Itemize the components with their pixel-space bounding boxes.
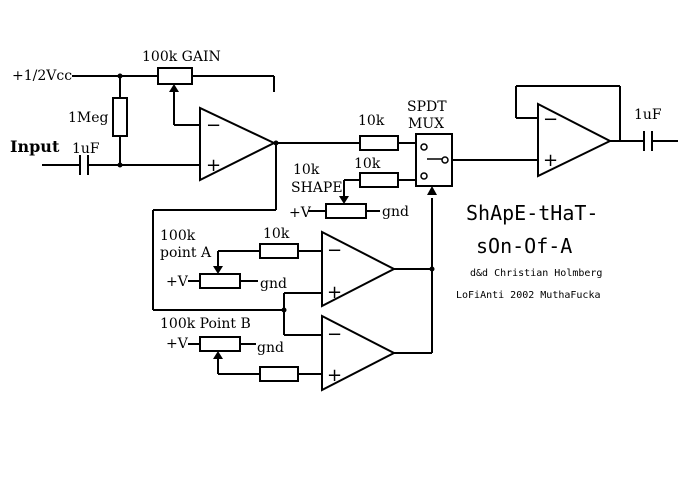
credit-title-1: ShApE-tHaT- (466, 201, 598, 225)
cap-out-label: 1uF (634, 107, 662, 123)
point-a-label: point A (160, 245, 212, 261)
r10k-mid-label: 10k (354, 156, 381, 172)
opamp-minus: − (327, 240, 342, 261)
comparator-b-opamp: − + (321, 314, 397, 392)
shape-value-label: 10k (293, 162, 320, 178)
opamp-plus: + (543, 150, 558, 171)
gain-label: 100k GAIN (142, 49, 221, 65)
cap-in-label: 1uF (72, 141, 100, 157)
spdt-mux (415, 133, 453, 195)
shape-potentiometer (325, 196, 367, 219)
credit-year: LoFiAnti 2002 MuthaFucka (456, 290, 601, 301)
point-a-value-label: 100k (160, 228, 196, 244)
gain-potentiometer (157, 67, 193, 92)
mux-label: MUX (408, 116, 444, 132)
resistor-10k-point-a (259, 243, 299, 259)
gnd-shape-label: gnd (382, 204, 409, 220)
resistor-point-b (259, 366, 299, 382)
r10k-top-label: 10k (358, 113, 385, 129)
spdt-label: SPDT (407, 99, 447, 115)
point-b-potentiometer (199, 336, 241, 359)
point-a-potentiometer (199, 266, 241, 289)
opamp-minus: − (543, 109, 558, 130)
comparator-a-opamp: − + (321, 230, 397, 308)
buffer-opamp: − + (537, 102, 613, 178)
opamp-minus: − (327, 324, 342, 345)
resistor-1meg (112, 97, 128, 137)
output-capacitor (643, 131, 653, 151)
opamp-minus: − (206, 115, 221, 136)
vcc-label: +1/2Vcc (12, 68, 72, 84)
opamp-plus: + (206, 155, 221, 176)
point-b-label: 100k Point B (160, 316, 251, 332)
shape-label: SHAPE (291, 180, 343, 196)
credit-title-2: sOn-Of-A (476, 234, 572, 258)
vplus-shape-label: +V (289, 205, 312, 221)
input-label: Input (10, 137, 60, 156)
vplus-b-label: +V (166, 336, 189, 352)
gnd-a-label: gnd (260, 276, 287, 292)
resistor-10k-mid (359, 172, 399, 188)
resistor-10k-top (359, 135, 399, 151)
opamp-plus: + (327, 282, 342, 303)
credits-block: ShApE-tHaT- sOn-Of-A d&d Christian Holmb… (456, 201, 602, 301)
wires (42, 75, 678, 375)
opamp-plus: + (327, 365, 342, 386)
credit-author: d&d Christian Holmberg (470, 268, 602, 279)
gain-opamp: − + (199, 106, 277, 182)
vplus-a-label: +V (166, 274, 189, 290)
gnd-b-label: gnd (257, 340, 284, 356)
input-capacitor (79, 155, 89, 175)
r10k-a-label: 10k (263, 226, 290, 242)
component-labels: +1/2Vcc 100k GAIN 1Meg Input 1uF 10k SPD… (10, 49, 662, 356)
meg-label: 1Meg (68, 110, 109, 126)
